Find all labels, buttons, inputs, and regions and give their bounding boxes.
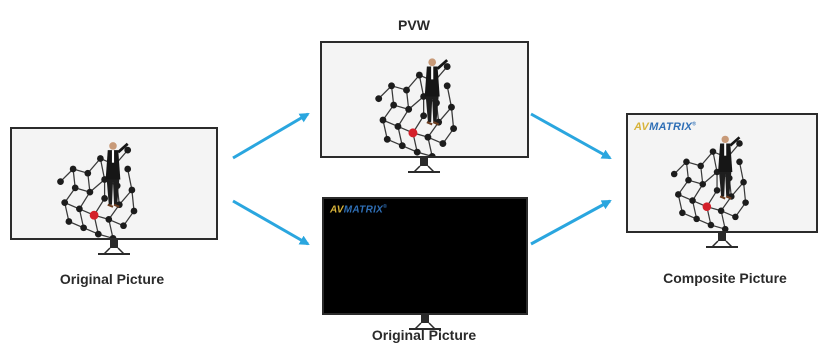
monitor-stand-icon <box>98 240 130 255</box>
avmatrix-logo: AVMATRIX® <box>330 204 388 216</box>
monitor-stand-icon <box>706 233 738 248</box>
pvw-screen <box>320 41 529 158</box>
arrow-left-to-pvw <box>232 112 310 160</box>
key-monitor: AVMATRIX® <box>322 197 528 330</box>
label-original-left: Original Picture <box>59 271 165 287</box>
composite-monitor: AVMATRIX® <box>626 113 818 248</box>
avmatrix-logo: AVMATRIX® <box>634 121 697 133</box>
pvw-monitor <box>320 41 529 173</box>
original-monitor <box>10 127 218 257</box>
original-screen <box>10 127 218 240</box>
monitor-stand-icon <box>408 158 440 173</box>
arrow-pvw-to-composite <box>530 112 612 160</box>
label-original-bottom: Original Picture <box>371 327 477 343</box>
molecule-person-image <box>373 57 459 156</box>
molecule-person-image <box>55 140 139 238</box>
arrow-key-to-composite <box>530 199 612 246</box>
key-screen: AVMATRIX® <box>322 197 528 315</box>
label-pvw: PVW <box>398 17 430 33</box>
label-composite: Composite Picture <box>663 270 787 286</box>
monitor-stand-icon <box>409 315 441 330</box>
composite-screen: AVMATRIX® <box>626 113 818 233</box>
arrow-left-to-key <box>232 199 310 246</box>
